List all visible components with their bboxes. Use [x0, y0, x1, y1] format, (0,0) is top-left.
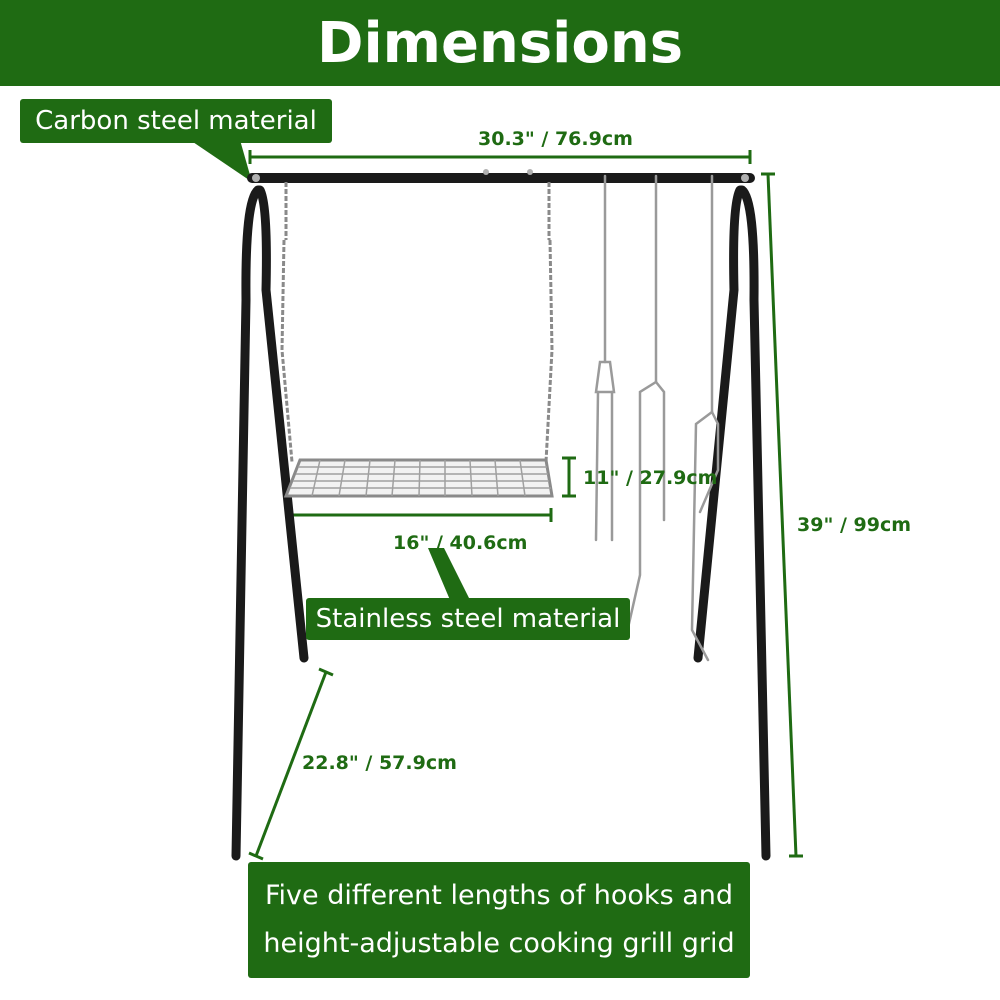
carbon-steel-text: Carbon steel material: [35, 106, 317, 136]
frame-bolts: [252, 169, 749, 182]
stainless-steel-label: Stainless steel material: [306, 598, 630, 640]
stainless-callout-pointer: [428, 548, 470, 600]
width-dimension: 30.3" / 76.9cm: [478, 128, 633, 150]
feature-caption-line1: Five different lengths of hooks and: [264, 880, 734, 911]
page-title: Dimensions: [316, 10, 684, 76]
grid-height-dimension: 11" / 27.9cm: [583, 467, 718, 489]
carbon-callout-pointer: [190, 140, 252, 182]
total-height-dimension: 39" / 99cm: [797, 514, 912, 536]
hanging-hooks: [594, 174, 720, 662]
carbon-steel-label: Carbon steel material: [20, 99, 332, 143]
feature-caption: Five different lengths of hooks and heig…: [248, 862, 750, 978]
grill-grid: [283, 458, 554, 498]
grill-chains: [280, 182, 554, 463]
carbon-steel-frame: [231, 173, 771, 861]
feature-caption-line2: height-adjustable cooking grill grid: [263, 928, 735, 959]
leg-length-dimension: 22.8" / 57.9cm: [302, 752, 457, 774]
stainless-steel-text: Stainless steel material: [315, 604, 621, 634]
title-banner: Dimensions: [0, 0, 1000, 86]
dimension-lines: [248, 150, 803, 861]
grid-width-dimension: 16" / 40.6cm: [393, 532, 528, 554]
